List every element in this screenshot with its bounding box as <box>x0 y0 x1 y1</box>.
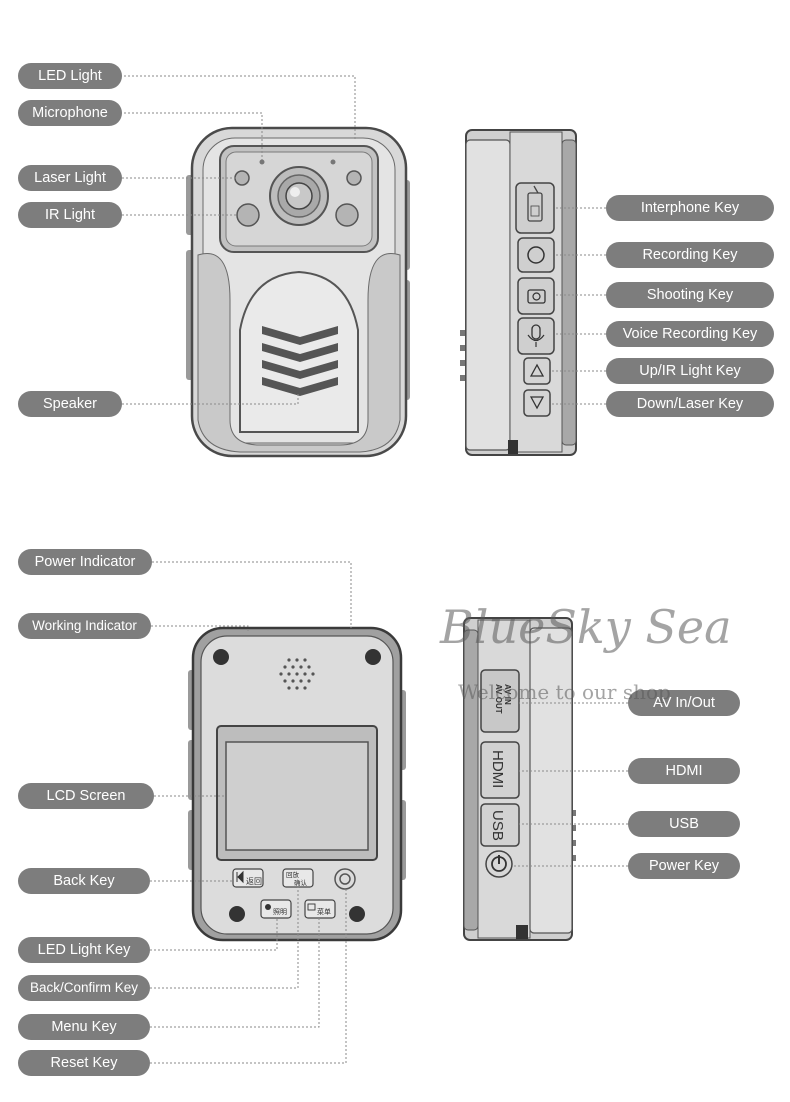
label-power-key: Power Key <box>628 853 740 879</box>
side-device-ports: AV IN AV OUT HDMI USB <box>463 617 576 941</box>
side-device-keys <box>460 129 577 456</box>
back-device: 返回 回放 确认 照明 菜单 <box>188 626 406 942</box>
watermark-script: BlueSky Sea <box>440 600 732 654</box>
av-out-text: AV OUT <box>494 684 503 714</box>
front-device <box>186 126 410 458</box>
hdmi-port-text: HDMI <box>489 750 506 788</box>
label-up-ir-light-key: Up/IR Light Key <box>606 358 774 384</box>
label-recording-key: Recording Key <box>606 242 774 268</box>
label-interphone-key: Interphone Key <box>606 195 774 221</box>
menu-key-text: 菜单 <box>317 907 331 916</box>
confirm-key-text-2: 确认 <box>294 878 308 887</box>
label-ir-light: IR Light <box>18 202 122 228</box>
label-lcd-screen: LCD Screen <box>18 783 154 809</box>
led-key-text: 照明 <box>273 908 287 916</box>
label-menu-key: Menu Key <box>18 1014 150 1040</box>
usb-port-text: USB <box>489 810 506 841</box>
label-led-light-key: LED Light Key <box>18 937 150 963</box>
label-power-indicator: Power Indicator <box>18 549 152 575</box>
label-laser-light: Laser Light <box>18 165 122 191</box>
label-av-in-out: AV In/Out <box>628 690 740 716</box>
label-speaker: Speaker <box>18 391 122 417</box>
label-back-key: Back Key <box>18 868 150 894</box>
back-key-text: 返回 <box>246 877 262 886</box>
label-usb: USB <box>628 811 740 837</box>
label-shooting-key: Shooting Key <box>606 282 774 308</box>
label-hdmi: HDMI <box>628 758 740 784</box>
label-led-light: LED Light <box>18 63 122 89</box>
label-voice-recording-key: Voice Recording Key <box>606 321 774 347</box>
watermark-welcome: Welcome to our shop <box>458 680 671 704</box>
label-reset-key: Reset Key <box>18 1050 150 1076</box>
label-back-confirm-key: Back/Confirm Key <box>18 975 150 1001</box>
label-down-laser-key: Down/Laser Key <box>606 391 774 417</box>
av-in-text: AV IN <box>503 684 512 705</box>
label-microphone: Microphone <box>18 100 122 126</box>
leader-lines <box>120 75 628 1064</box>
label-working-indicator: Working Indicator <box>18 613 151 639</box>
confirm-key-text-1: 回放 <box>286 870 300 879</box>
